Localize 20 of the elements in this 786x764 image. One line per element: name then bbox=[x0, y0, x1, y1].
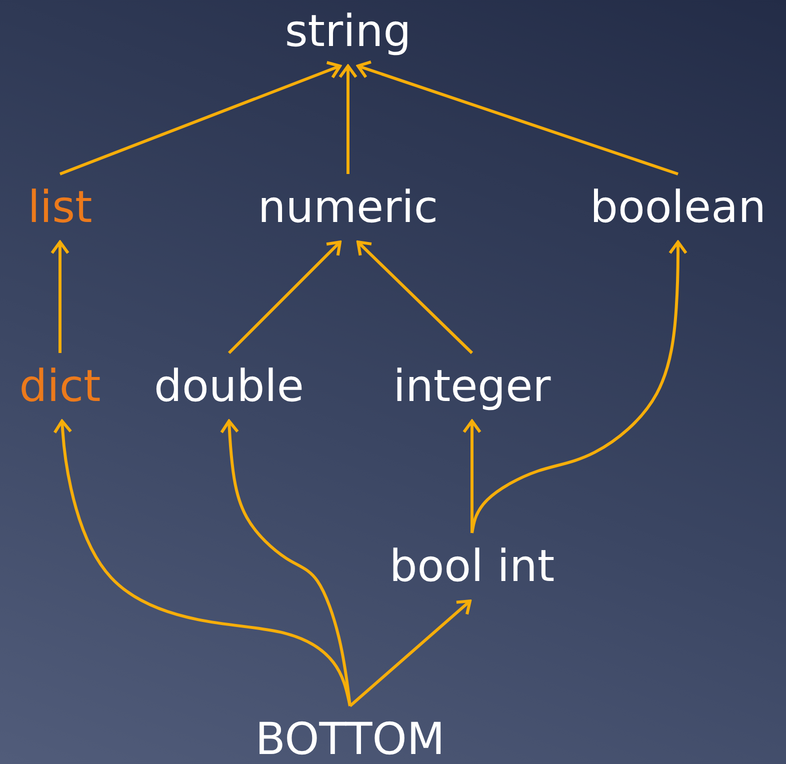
node-label: list bbox=[24, 174, 96, 242]
arrow bbox=[356, 240, 474, 354]
node-label: dict bbox=[15, 353, 105, 421]
arrow bbox=[220, 420, 352, 706]
node-label: string bbox=[280, 0, 416, 66]
arrow bbox=[338, 64, 358, 174]
node-label: double bbox=[150, 353, 308, 421]
arrow bbox=[470, 240, 688, 534]
node-label: BOTTOM bbox=[251, 706, 449, 764]
node-label: integer bbox=[389, 353, 555, 421]
arrow bbox=[53, 420, 352, 706]
arrow bbox=[462, 420, 482, 533]
node-label: bool int bbox=[385, 533, 559, 601]
arrow bbox=[228, 240, 342, 354]
arrow bbox=[356, 60, 678, 176]
node-label: numeric bbox=[254, 174, 442, 242]
arrow bbox=[59, 61, 342, 176]
node-label: boolean bbox=[586, 174, 770, 242]
arrow bbox=[50, 240, 70, 353]
arrow bbox=[349, 600, 472, 708]
